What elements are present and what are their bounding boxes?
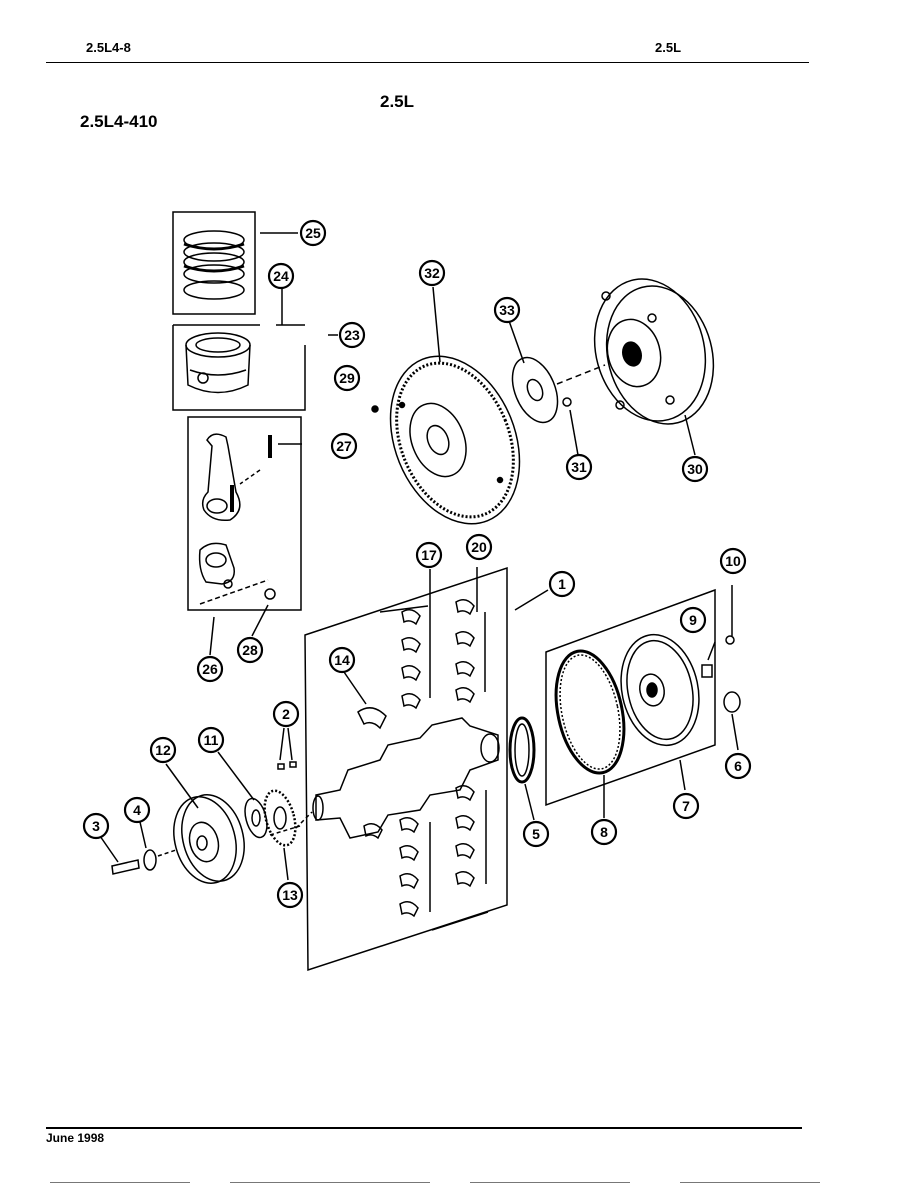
page-title: 2.5L [380, 92, 415, 111]
callout-32: 32 [424, 265, 440, 281]
callouts [82, 219, 752, 909]
scan-artifact [680, 1182, 820, 1183]
piston-rings-group [172, 211, 298, 315]
callout-20: 20 [471, 539, 487, 555]
callout-17: 17 [421, 547, 437, 563]
callout-5: 5 [532, 826, 540, 842]
footer-date: June 1998 [46, 1131, 105, 1145]
callout-30: 30 [687, 461, 703, 477]
callout-2: 2 [282, 706, 290, 722]
callout-28: 28 [242, 642, 258, 658]
callout-8: 8 [600, 824, 608, 840]
callout-29: 29 [339, 370, 355, 386]
callout-11: 11 [204, 732, 219, 748]
crankshaft-panel [295, 566, 549, 972]
scan-artifact [50, 1182, 190, 1183]
flexplate-panel [545, 585, 741, 818]
flywheel-group [371, 286, 521, 525]
footer-rule [46, 1127, 802, 1129]
scan-artifact [470, 1182, 630, 1183]
callout-26: 26 [202, 661, 218, 677]
callout-12: 12 [155, 742, 171, 758]
callout-6: 6 [734, 758, 742, 774]
front-pulley-group [99, 763, 245, 884]
drive-plate-group [507, 317, 606, 456]
connecting-rod-group [187, 416, 302, 656]
callout-7: 7 [682, 798, 690, 814]
scan-artifact [230, 1182, 430, 1183]
section-code: 2.5L4-410 [80, 112, 158, 131]
callout-numbers: 1 2 3 4 5 6 7 8 9 10 11 12 13 14 17 20 2… [92, 225, 742, 903]
callout-13: 13 [282, 887, 298, 903]
callout-10: 10 [725, 553, 741, 569]
header-right-code: 2.5L [655, 40, 682, 55]
header-rule [46, 62, 809, 63]
callout-3: 3 [92, 818, 100, 834]
callout-4: 4 [133, 802, 141, 818]
rear-seal [508, 716, 536, 821]
callout-14: 14 [334, 652, 350, 668]
header-left-code: 2.5L4-8 [86, 40, 131, 55]
callout-27: 27 [336, 438, 352, 454]
callout-31: 31 [571, 459, 587, 475]
callout-25: 25 [305, 225, 321, 241]
torque-converter-group [593, 278, 715, 456]
callout-9: 9 [689, 612, 697, 628]
callout-23: 23 [344, 327, 360, 343]
callout-33: 33 [499, 302, 515, 318]
crank-sprocket-group [217, 727, 301, 881]
callout-1: 1 [558, 576, 566, 592]
piston-group [172, 288, 338, 411]
callout-24: 24 [273, 268, 289, 284]
